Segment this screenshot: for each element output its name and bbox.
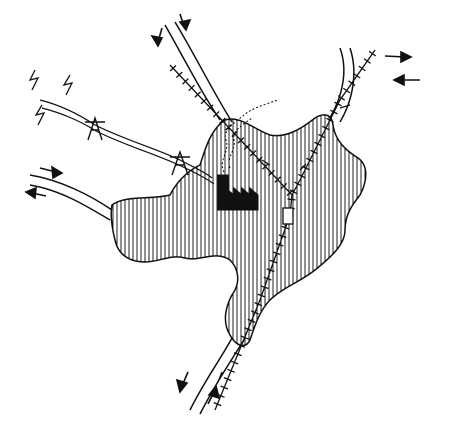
railway-northwest-southeast	[169, 64, 296, 411]
road-south	[189, 337, 245, 415]
rail-tick	[261, 163, 269, 170]
lightning-icon	[34, 104, 46, 126]
rail-tick	[326, 117, 334, 123]
rail-tick	[263, 276, 272, 281]
rail-tick	[243, 143, 251, 151]
rail-tick	[219, 117, 226, 124]
factory-icon	[217, 174, 259, 211]
power-pylon-icon	[85, 115, 105, 141]
lightning-icon	[62, 74, 74, 96]
rail-tick	[314, 141, 322, 147]
rail-tick	[334, 101, 342, 107]
rail-tick	[254, 302, 263, 307]
rail-tick	[306, 157, 314, 163]
rail-tick	[289, 189, 298, 195]
rail-tick	[247, 318, 256, 323]
rail-tick	[269, 259, 278, 264]
rail-tick	[194, 91, 202, 98]
rail-tick	[310, 149, 318, 155]
rail-tick	[358, 65, 366, 72]
rail-tick	[353, 72, 361, 79]
rail-tick	[230, 360, 239, 365]
rail-tick	[188, 84, 195, 92]
rail-tick	[368, 50, 377, 57]
rail-tick	[255, 156, 263, 164]
arrow-icon	[150, 13, 192, 48]
rail-tick	[280, 182, 288, 190]
rail-tick	[278, 234, 287, 239]
rail-tick	[298, 173, 306, 179]
rail-tick	[272, 251, 281, 256]
rail-tick	[249, 150, 257, 157]
station-box	[282, 207, 294, 225]
rail-tick	[237, 137, 245, 144]
rail-tick	[244, 327, 253, 332]
rail-tick	[223, 377, 232, 382]
rail-tick	[220, 385, 229, 390]
rail-tick	[287, 198, 296, 201]
rail-tick	[266, 268, 275, 273]
rail-tick	[200, 97, 208, 105]
rail-tick	[240, 335, 249, 340]
rail-tick	[318, 133, 326, 139]
rail-tick	[330, 109, 338, 115]
rail-tick	[169, 65, 177, 72]
rail-tick	[231, 130, 239, 138]
rail-tick	[233, 352, 242, 357]
rail-tick	[322, 125, 330, 131]
rail-tick	[250, 310, 259, 315]
arrow-icon	[24, 165, 64, 200]
rail-tick	[275, 242, 284, 247]
rail-tick	[268, 169, 275, 177]
rail-tick	[342, 87, 351, 94]
rail-tick	[212, 110, 220, 118]
power-line	[39, 99, 215, 185]
rail-tick	[294, 181, 302, 187]
road-west	[29, 174, 113, 221]
smoke-icon	[221, 99, 279, 173]
arrow-icon	[384, 50, 420, 87]
arrow-icon	[175, 371, 221, 405]
rail-tick	[213, 402, 222, 407]
rail-tick	[274, 176, 282, 183]
rail-tick	[363, 58, 371, 64]
road-north	[164, 21, 233, 123]
rail-tick	[227, 368, 235, 373]
rail-tick	[257, 293, 266, 298]
rail-tick	[281, 225, 290, 230]
rail-tick	[237, 343, 246, 348]
rail-tick	[175, 71, 183, 79]
power-pylon-icon	[170, 149, 190, 176]
rail-tick	[260, 285, 269, 290]
road-marker	[217, 104, 351, 383]
rail-tick	[348, 80, 356, 87]
rail-tick	[182, 78, 189, 85]
rail-tick	[337, 95, 346, 101]
rail-tick	[206, 104, 214, 111]
rail-tick	[225, 124, 232, 131]
lightning-icon	[28, 69, 40, 91]
urban-area	[110, 114, 367, 347]
